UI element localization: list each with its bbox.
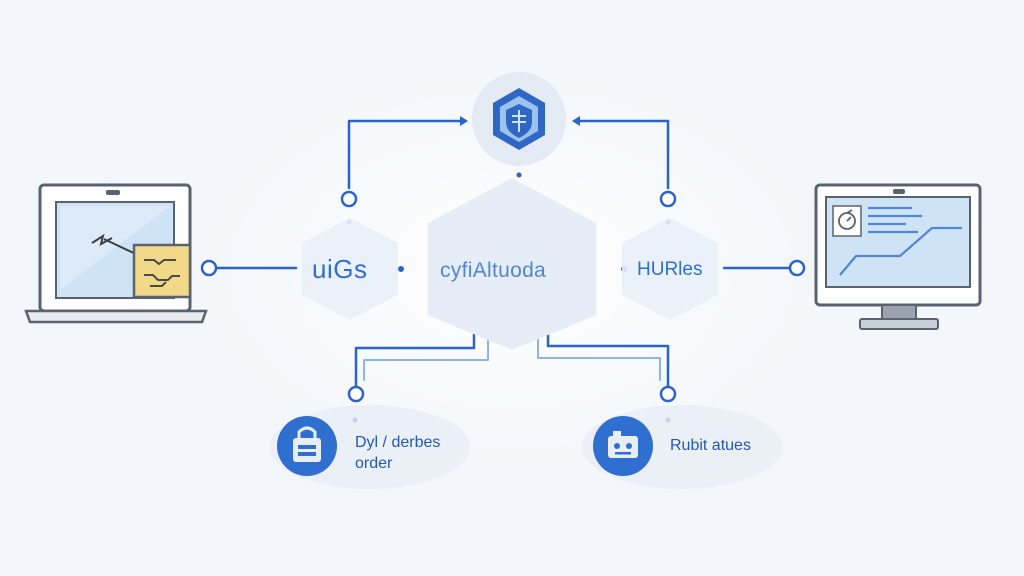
right-node-hexagon[interactable] <box>622 218 718 320</box>
shield-mark <box>512 110 526 132</box>
monitor-camera <box>893 189 905 194</box>
center-node-hexagon[interactable] <box>428 178 596 350</box>
bag-icon <box>293 426 321 462</box>
ring-monitor <box>788 259 806 277</box>
bottom-left-label-line1: Dyl / derbes <box>355 434 441 451</box>
bottom-left-node[interactable] <box>277 416 337 476</box>
monitor-lines <box>868 206 922 234</box>
dot-left-label <box>398 266 404 272</box>
laptop-screen-shine <box>60 206 170 290</box>
ring-right-top <box>659 190 677 208</box>
bottom-left-node-label: Dyl / derbes order <box>355 432 440 474</box>
ring-bottom-right <box>659 385 677 403</box>
bottom-right-node[interactable] <box>593 416 653 476</box>
chip-body <box>132 243 192 299</box>
connectors-light <box>363 339 661 381</box>
laptop-base <box>24 309 208 324</box>
left-node-hexagon[interactable] <box>302 218 398 320</box>
refresh-icon <box>838 209 856 230</box>
bottom-right-node-label: Rubit atues <box>670 437 751 454</box>
circuit-chip-icon <box>132 243 192 299</box>
left-node-label: uiGs <box>312 254 368 284</box>
top-node[interactable] <box>472 72 566 166</box>
center-node-label: cyfiAltuoda <box>440 259 547 282</box>
connector-right-top <box>576 119 670 190</box>
right-node-label: HURles <box>637 259 703 280</box>
connectors <box>214 119 791 388</box>
connector-left-top <box>347 119 464 190</box>
monitor-stand <box>859 318 939 330</box>
arrow-head-left <box>460 116 468 126</box>
ring-bottom-left <box>347 385 365 403</box>
monitor-chart-line <box>839 226 962 276</box>
connector-rings <box>200 190 806 403</box>
ring-left-top <box>340 190 358 208</box>
monitor-icon[interactable] <box>814 183 982 330</box>
bottom-left-label-line2: order <box>355 455 393 472</box>
connector-center-bottom-right <box>546 330 670 388</box>
connector-light-left <box>363 339 489 381</box>
chip-traces <box>144 259 180 287</box>
connector-light-right <box>537 339 661 381</box>
dot-top <box>516 172 522 178</box>
connector-center-bottom-left <box>354 330 476 388</box>
robot-icon <box>608 431 638 458</box>
laptop-camera <box>106 190 120 195</box>
ring-laptop <box>200 259 218 277</box>
arrow-head-right <box>572 116 580 126</box>
monitor-neck <box>881 304 917 320</box>
